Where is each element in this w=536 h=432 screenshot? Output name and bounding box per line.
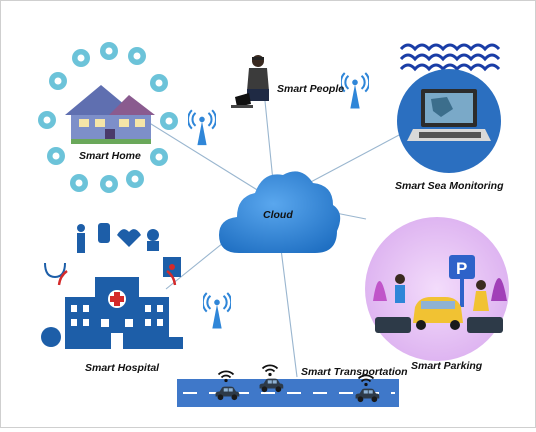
laptop-icon — [407, 89, 491, 141]
medical-icons — [44, 223, 181, 279]
person-icon — [395, 274, 489, 311]
wave-icon — [399, 43, 501, 72]
parking-sign-icon — [449, 255, 475, 279]
hospital-icon — [41, 270, 183, 349]
smart-hospital-label: Smart Hospital — [85, 362, 160, 374]
cloud-label: Cloud — [263, 209, 293, 221]
smart-sea-node: Smart Sea Monitoring — [395, 43, 504, 192]
smart-parking-node: P Smart Parking — [365, 217, 509, 372]
wifi-icon — [261, 364, 279, 377]
smart-people-node: Smart People — [231, 55, 344, 108]
wifi-tower-icon — [203, 291, 231, 330]
house-icon — [65, 85, 155, 144]
home-appliance-icons — [38, 42, 178, 193]
smart-transportation-node: Smart Transportation — [177, 364, 408, 407]
smart-home-node: Smart Home — [38, 42, 178, 193]
smart-people-label: Smart People — [277, 83, 344, 95]
wifi-tower-icon — [188, 109, 216, 147]
cloud-node: Cloud — [219, 171, 341, 253]
smart-transportation-label: Smart Transportation — [301, 366, 408, 378]
person-laptop-icon — [231, 55, 269, 108]
smart-parking-label: Smart Parking — [411, 360, 483, 372]
smart-sea-label: Smart Sea Monitoring — [395, 180, 504, 192]
parking-sign-label: P — [456, 259, 467, 278]
parking-car-icon — [375, 297, 503, 333]
smart-home-label: Smart Home — [79, 150, 141, 162]
wifi-tower-icon — [341, 71, 369, 110]
smart-hospital-node: Smart Hospital — [41, 223, 183, 374]
